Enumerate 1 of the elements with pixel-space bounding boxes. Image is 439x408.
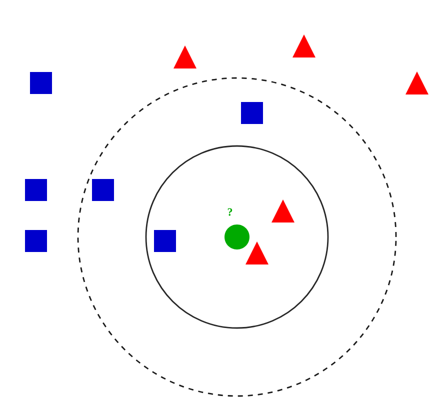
point-label: ? [228,208,232,216]
